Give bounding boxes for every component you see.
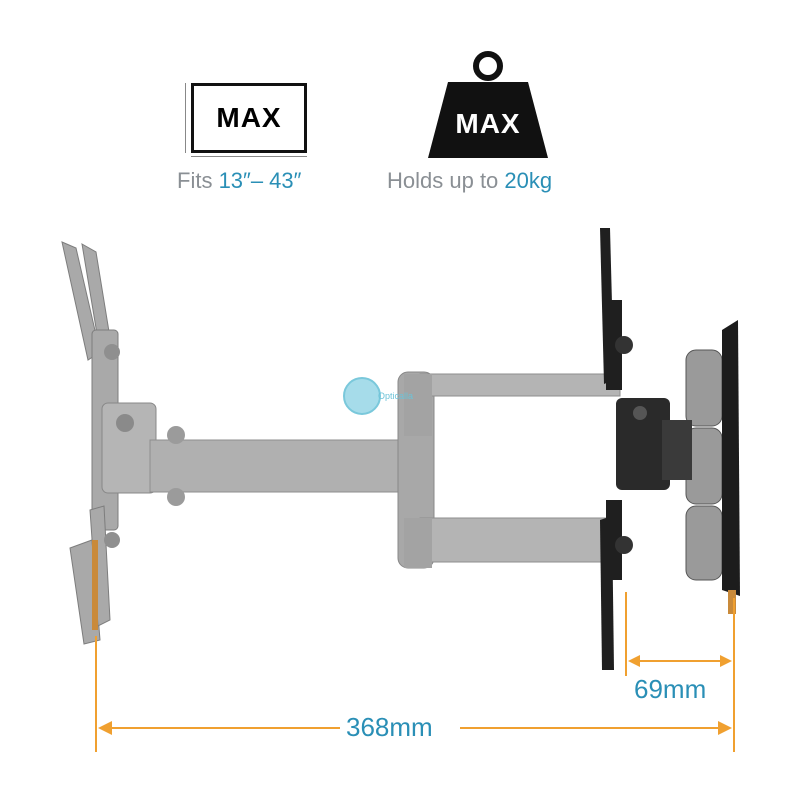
watermark-logo (343, 377, 381, 415)
screen-size-caption: Fits 13″– 43″ (177, 168, 302, 193)
weight-max-label: MAX (455, 108, 521, 139)
lower-arm (149, 439, 421, 493)
hinge-rollers (685, 349, 723, 581)
extension-dimension (95, 636, 732, 752)
left-plate-bolts (104, 344, 120, 548)
wall-plate (722, 320, 740, 596)
depth-dimension (625, 592, 735, 752)
depth-dimension-label: 69mm (634, 674, 707, 704)
right-vesa-plate (600, 228, 622, 670)
screen-size-max-label: MAX (216, 102, 282, 133)
tilt-bracket (616, 398, 670, 490)
upper-arm-bottom (419, 517, 621, 563)
watermark-text: Opticalla (378, 391, 414, 401)
extension-dimension-label: 368mm (346, 712, 433, 742)
upper-arm-top (419, 373, 621, 397)
screen-size-icon: MAX (185, 80, 313, 160)
weight-caption: Holds up to 20kg (387, 168, 553, 193)
